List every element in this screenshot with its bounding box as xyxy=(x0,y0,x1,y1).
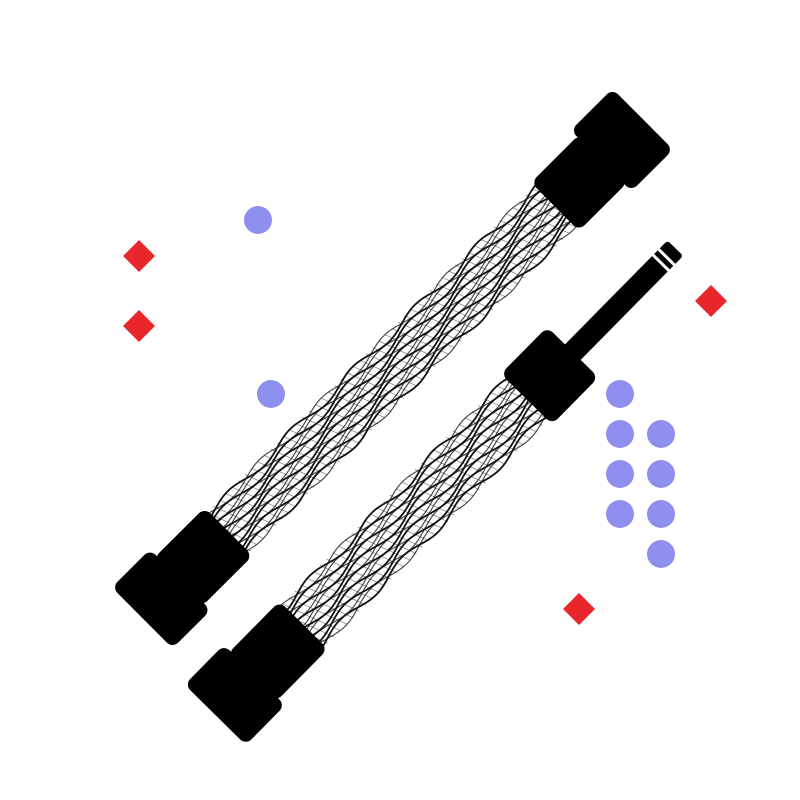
marker-dot xyxy=(647,420,675,448)
plug-ring xyxy=(651,253,671,273)
connector-end-b xyxy=(534,92,670,228)
markers-layer xyxy=(123,206,727,625)
marker-dot xyxy=(244,206,272,234)
braid-strand xyxy=(201,176,585,560)
braid-strand xyxy=(284,387,538,646)
marker-dot xyxy=(647,540,675,568)
braid-strand xyxy=(183,160,570,542)
braid-strand xyxy=(186,161,570,544)
braid-strand xyxy=(211,186,594,570)
braid-strand xyxy=(183,157,565,541)
marker-diamond xyxy=(563,593,595,625)
braid-strand xyxy=(220,197,606,580)
marker-dot xyxy=(647,500,675,528)
braid-strand xyxy=(281,386,537,642)
braid-strand xyxy=(217,192,600,576)
braid-strand xyxy=(265,370,521,627)
cable-upper xyxy=(115,92,670,645)
braid-strand xyxy=(191,168,577,549)
plug-ring xyxy=(656,247,677,267)
marker-dot xyxy=(257,380,285,408)
marker-diamond xyxy=(123,310,155,342)
braid-strand xyxy=(268,371,522,630)
marker-dot xyxy=(647,460,675,488)
cable-lower xyxy=(187,241,682,742)
marker-dot xyxy=(606,420,634,448)
connector-end-a xyxy=(187,604,325,742)
braid-strand xyxy=(195,170,579,554)
marker-diamond xyxy=(695,285,727,317)
marker-dot xyxy=(606,500,634,528)
audio-plug xyxy=(563,241,682,362)
braid-strand xyxy=(304,408,560,666)
marker-dot xyxy=(606,380,634,408)
braided-sleeve xyxy=(263,366,569,666)
braid-strand xyxy=(206,183,592,565)
marker-dot xyxy=(606,460,634,488)
braid-strand xyxy=(198,176,584,557)
connector-end-a xyxy=(115,510,250,645)
cables-layer xyxy=(115,92,682,742)
marker-diamond xyxy=(123,240,155,272)
